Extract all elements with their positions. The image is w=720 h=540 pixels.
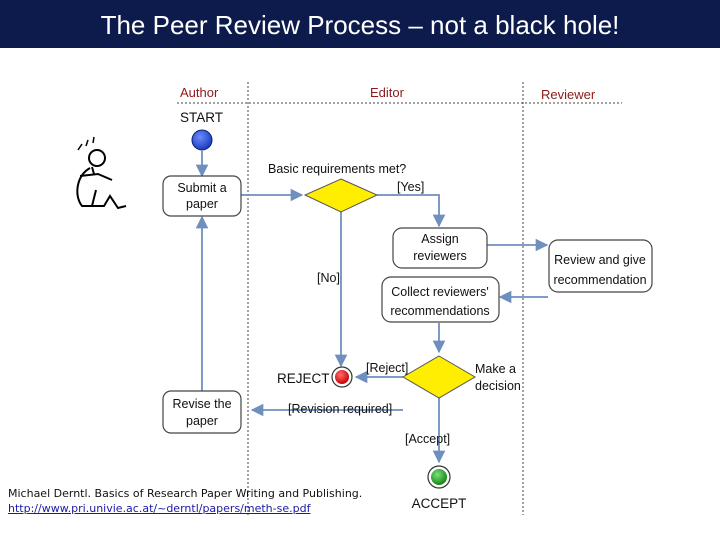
- assign-reviewers-label-line2: reviewers: [413, 249, 467, 263]
- author-person-icon: [76, 136, 127, 210]
- submit-paper-box: [162, 175, 242, 217]
- revision-required-label: [Revision required]: [288, 402, 392, 416]
- slide-title: The Peer Review Process – not a black ho…: [100, 10, 620, 40]
- basic-requirements-label: Basic requirements met?: [268, 162, 406, 176]
- lane-reviewer-label: Reviewer: [541, 87, 596, 102]
- lane-author-label: Author: [180, 85, 219, 100]
- title-bar: [0, 0, 720, 48]
- review-label-line2: recommendation: [553, 273, 646, 287]
- no-guard-label: [No]: [317, 271, 340, 285]
- decision-label-line1: Make a: [475, 362, 516, 376]
- arrow-yes-to-assign: [377, 194, 446, 228]
- reject-node: [335, 370, 349, 384]
- revise-paper-label-line1: Revise the: [172, 397, 231, 411]
- basic-requirements-diamond: [303, 178, 379, 213]
- submit-paper-label-line1: Submit a: [177, 181, 226, 195]
- collect-label-line2: recommendations: [390, 304, 489, 318]
- decision-label-line2: decision: [475, 379, 521, 393]
- assign-reviewers-label-line1: Assign: [421, 232, 459, 246]
- lane-editor-label: Editor: [370, 85, 405, 100]
- start-label: START: [180, 110, 223, 125]
- yes-guard-label: [Yes]: [397, 180, 424, 194]
- review-label-line1: Review and give: [554, 253, 646, 267]
- revise-paper-label-line2: paper: [186, 414, 218, 428]
- accept-node: [431, 469, 447, 485]
- revise-paper-box: [162, 390, 242, 434]
- credit-block: Michael Derntl. Basics of Research Paper…: [8, 486, 362, 516]
- collect-box: [381, 276, 500, 323]
- credit-link[interactable]: http://www.pri.univie.ac.at/~derntl/pape…: [8, 502, 311, 515]
- accept-guard-label: [Accept]: [405, 432, 450, 446]
- review-box: [548, 239, 653, 293]
- assign-reviewers-box: [392, 227, 488, 269]
- collect-label-line1: Collect reviewers': [391, 285, 489, 299]
- decision-diamond: [402, 355, 476, 399]
- reject-label: REJECT: [277, 371, 330, 386]
- submit-paper-label-line2: paper: [186, 197, 218, 211]
- start-node: [191, 129, 213, 151]
- accept-label: ACCEPT: [412, 496, 467, 511]
- credit-text: Michael Derntl. Basics of Research Paper…: [8, 487, 363, 500]
- reject-guard-label: [Reject]: [366, 361, 408, 375]
